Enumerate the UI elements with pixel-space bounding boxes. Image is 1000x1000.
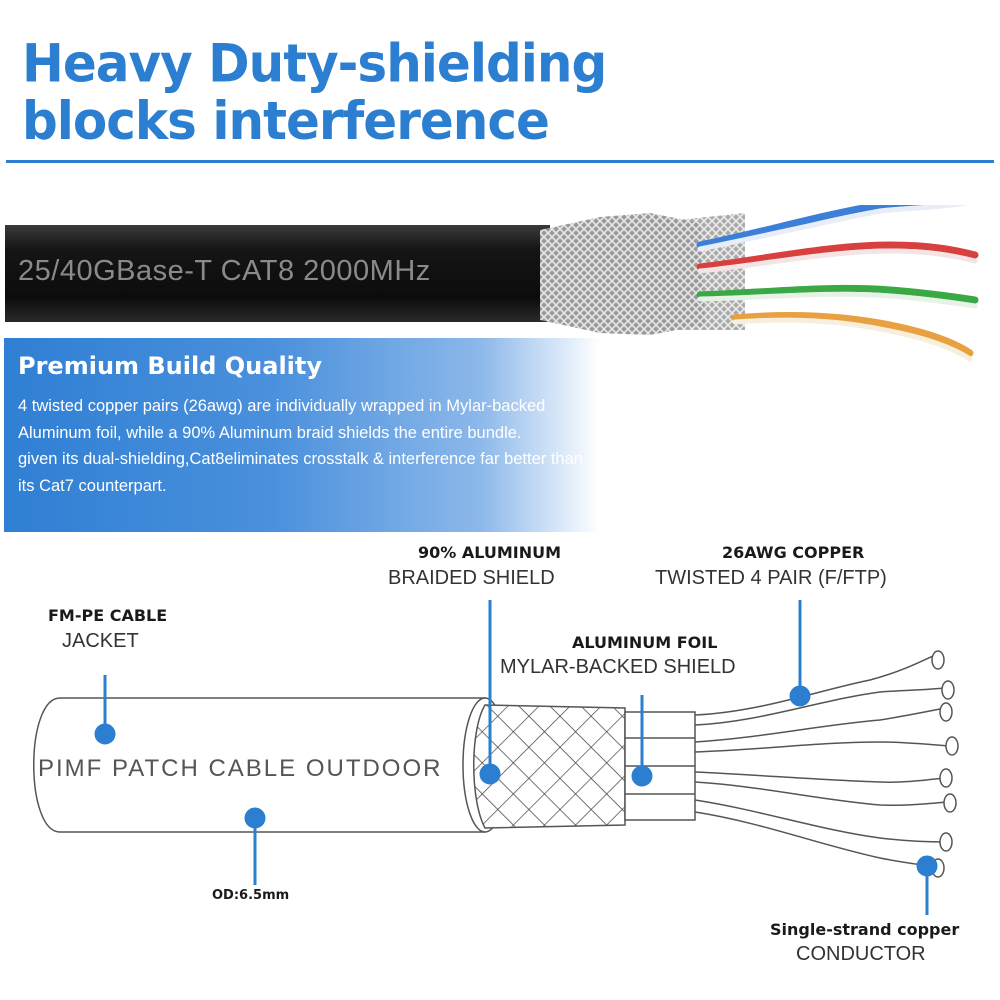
twisted-pairs: [696, 205, 979, 362]
jacket-label: JACKET: [62, 630, 139, 652]
outer-jacket: [33, 697, 486, 833]
cable-print-text: 25/40GBase-T CAT8 2000MHz: [18, 255, 431, 287]
braid-mesh: [473, 704, 626, 829]
red-pair: [696, 241, 979, 271]
foil-layer: [624, 711, 696, 821]
od-label: OD:6.5mm: [212, 888, 290, 903]
jacket-label-bold: FM-PE CABLE: [48, 606, 168, 625]
pairs-label-bold: 26AWG COPPER: [722, 543, 865, 562]
foil-shield: [630, 213, 745, 330]
cable-photo: [5, 205, 979, 362]
divider: [6, 160, 994, 163]
foil-label-bold: ALUMINUM FOIL: [572, 633, 718, 652]
quality-panel: [4, 338, 600, 532]
quality-paragraph-1: 4 twisted copper pairs (26awg) are indiv…: [18, 397, 546, 442]
headline-line-1: Heavy Duty-shielding: [22, 33, 607, 95]
quality-body: 4 twisted copper pairs (26awg) are indiv…: [18, 393, 593, 499]
conductor-label-bold: Single-strand copper: [770, 920, 960, 939]
black-jacket: [5, 225, 550, 322]
pairs-label: TWISTED 4 PAIR (F/FTP): [655, 567, 887, 589]
orange-pair: [731, 311, 974, 357]
leader-lines: [94, 600, 938, 915]
green-pair: [696, 284, 979, 304]
headline: Heavy Duty-shielding blocks interference: [22, 35, 722, 151]
headline-line-2: blocks interference: [22, 90, 550, 152]
quality-paragraph-2: given its dual-shielding,Cat8eliminates …: [18, 450, 583, 495]
conductor-label: CONDUCTOR: [796, 943, 926, 965]
diagram-cable-print: PIMF PATCH CABLE OUTDOOR: [38, 755, 443, 782]
green-pair-white: [697, 291, 978, 309]
braid-label-bold: 90% ALUMINUM: [418, 543, 562, 562]
red-pair-white: [697, 248, 978, 274]
conductor-tips: [931, 650, 959, 878]
blue-pair-white: [697, 205, 969, 252]
foil-label: MYLAR-BACKED SHIELD: [500, 656, 736, 678]
orange-pair-white: [732, 317, 973, 362]
quality-title: Premium Build Quality: [18, 352, 323, 380]
braid-label: BRAIDED SHIELD: [388, 567, 555, 589]
blue-pair: [696, 205, 941, 249]
pair-wires: [694, 654, 949, 867]
cable-diagram: [33, 600, 959, 915]
